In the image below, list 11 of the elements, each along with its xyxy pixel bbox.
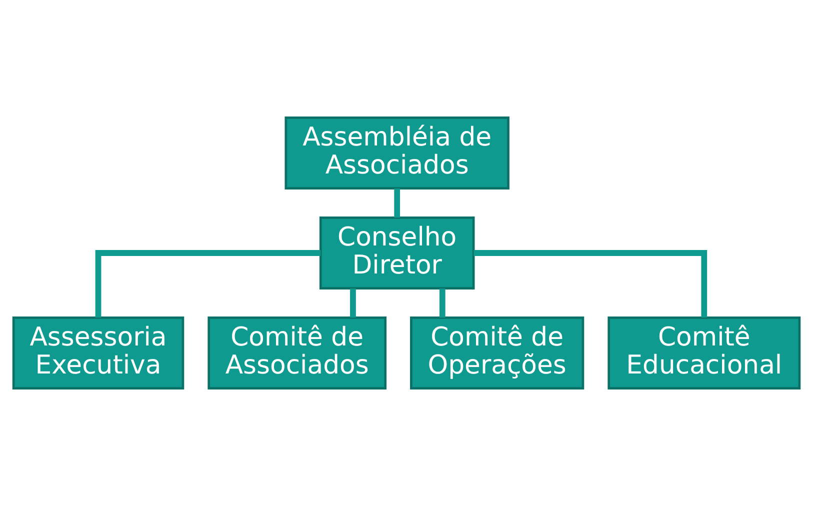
node-box: Comitê de Associados [208, 316, 386, 390]
connector [95, 250, 321, 318]
node-box: Assembléia de Associados [284, 116, 510, 190]
node-box: Comitê Educacional [608, 316, 801, 390]
connector [474, 250, 708, 318]
node-box: Conselho Diretor [319, 216, 475, 290]
node-box: Assessoria Executiva [12, 316, 184, 390]
connector [439, 288, 446, 318]
node-box: Comitê de Operações [410, 316, 584, 390]
connector [350, 288, 356, 318]
connector [394, 188, 400, 218]
